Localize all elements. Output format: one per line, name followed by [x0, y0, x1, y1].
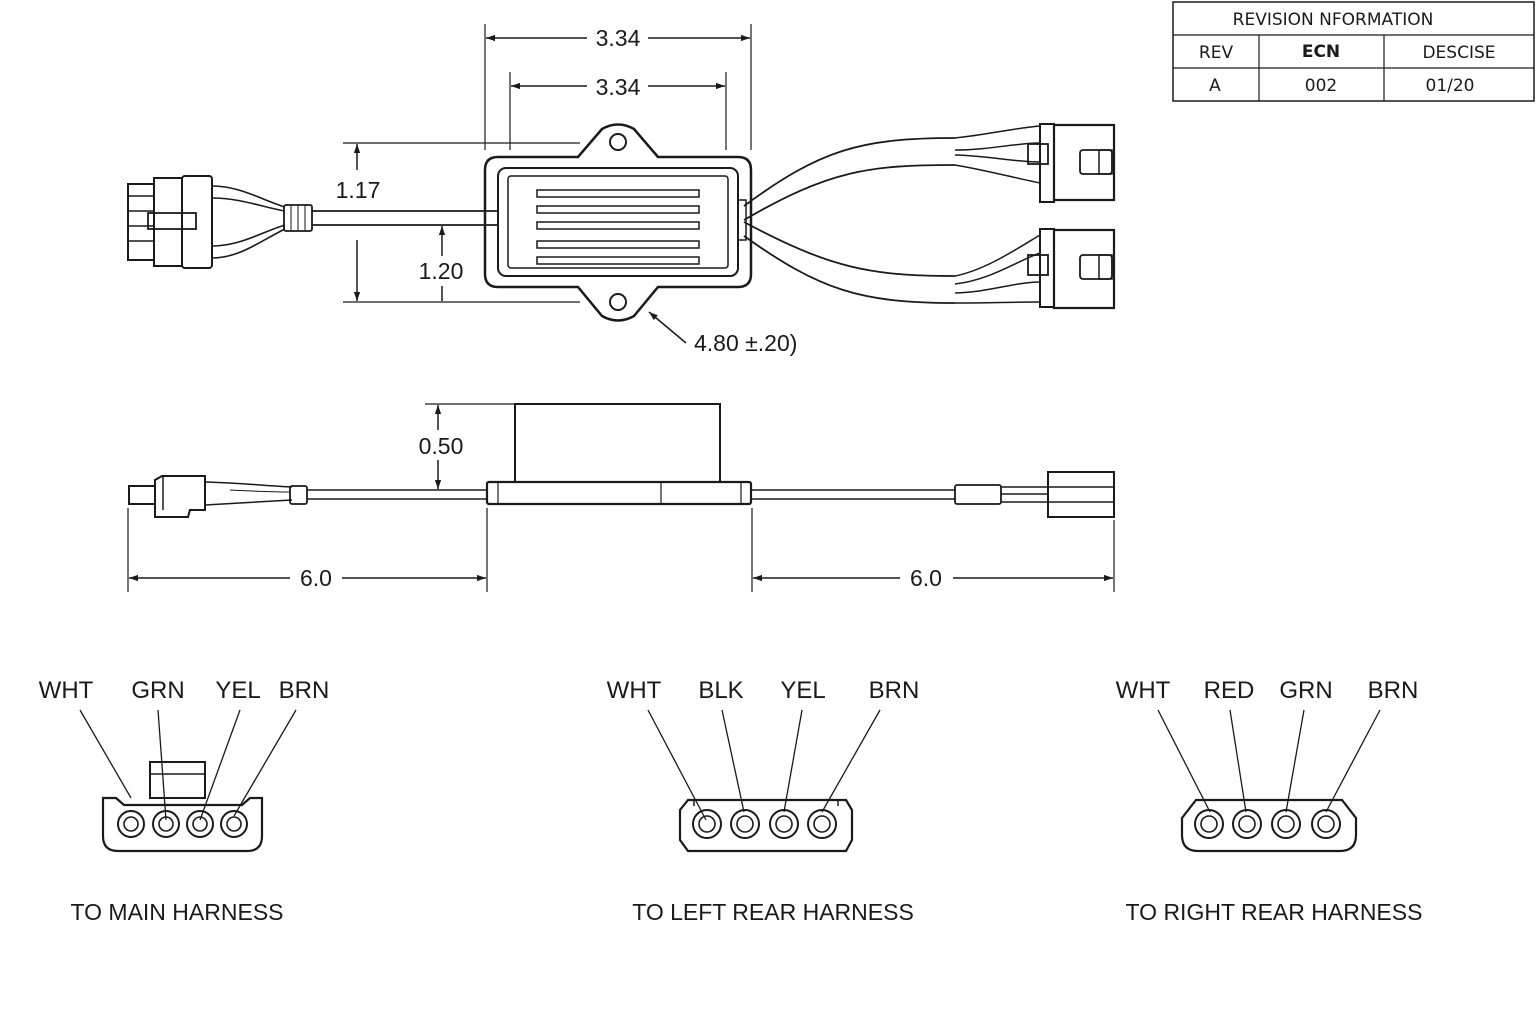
revision-table: REVISION NFORMATION REV ECN DESCISE A 00…: [1172, 1, 1535, 102]
dimension-lead-right: 6.0: [751, 508, 1115, 592]
pinout-right-rear-harness: WHT RED GRN BRN TO RIGHT REAR HARNESS: [1116, 677, 1423, 925]
wire-label-right-1: WHT: [1116, 677, 1171, 704]
mount-hole-top: [609, 133, 627, 151]
dim-side-height-label: 0.50: [419, 433, 464, 459]
revision-cell-rev: A: [1209, 76, 1221, 96]
dimension-width-outer: 3.34: [484, 24, 752, 150]
caption-left-rear-harness: TO LEFT REAR HARNESS: [632, 899, 914, 925]
wire-label-main-3: YEL: [215, 677, 260, 704]
dim-lead-left-label: 6.0: [300, 565, 332, 591]
wire-label-main-1: WHT: [39, 677, 94, 704]
wire-label-left-4: BRN: [869, 677, 920, 704]
module-body-top: [483, 123, 753, 322]
wire-label-main-4: BRN: [279, 677, 330, 704]
module-body-side: [485, 403, 753, 506]
callout-length: 4.80 ±.20): [648, 311, 797, 356]
wire-label-right-4: BRN: [1368, 677, 1419, 704]
wire-label-left-3: YEL: [780, 677, 825, 704]
dim-height-upper-label: 1.17: [336, 177, 381, 203]
rear-connector-side: [954, 471, 1115, 518]
dimension-height-side: 0.50: [419, 403, 515, 489]
dim-width-outer-label: 3.34: [596, 25, 641, 51]
dimension-width-inner: 3.34: [509, 72, 727, 150]
revision-header-description: DESCISE: [1422, 43, 1495, 63]
wire-label-main-2: GRN: [131, 677, 184, 704]
pinout-main-harness: WHT GRN YEL BRN TO MAIN HARNESS: [39, 677, 330, 925]
left-rear-connector-top: [954, 123, 1116, 203]
main-connector-top: [127, 175, 313, 269]
right-rear-connector-top: [954, 228, 1116, 310]
dim-height-lower-label: 1.20: [419, 258, 464, 284]
dim-lead-right-label: 6.0: [910, 565, 942, 591]
caption-main-harness: TO MAIN HARNESS: [71, 899, 284, 925]
wire-label-right-2: RED: [1204, 677, 1255, 704]
caption-right-rear-harness: TO RIGHT REAR HARNESS: [1126, 899, 1423, 925]
wire-label-right-3: GRN: [1279, 677, 1332, 704]
dimension-height-top-view: 1.17 1.20: [336, 142, 580, 303]
revision-cell-ecn: 002: [1305, 76, 1337, 96]
dimension-lead-left: 6.0: [127, 508, 488, 592]
callout-length-label: 4.80 ±.20): [694, 330, 797, 356]
revision-table-title: REVISION NFORMATION: [1233, 10, 1434, 30]
main-connector-side: [128, 475, 308, 518]
vent-slots: [536, 189, 700, 265]
pinout-left-rear-harness: WHT BLK YEL BRN TO LEFT REAR HARNESS: [607, 677, 920, 925]
revision-header-rev: REV: [1199, 43, 1234, 63]
mount-hole-bottom: [609, 293, 627, 311]
revision-cell-date: 01/20: [1426, 76, 1475, 96]
wire-label-left-2: BLK: [698, 677, 743, 704]
wire-label-left-1: WHT: [607, 677, 662, 704]
top-view: 3.34 3.34 1.17 1.20 4.80 ±.20): [127, 24, 1116, 356]
dim-width-inner-label: 3.34: [596, 74, 641, 100]
side-view: 0.50 6.0 6.0: [127, 403, 1115, 592]
revision-header-ecn: ECN: [1302, 42, 1340, 62]
